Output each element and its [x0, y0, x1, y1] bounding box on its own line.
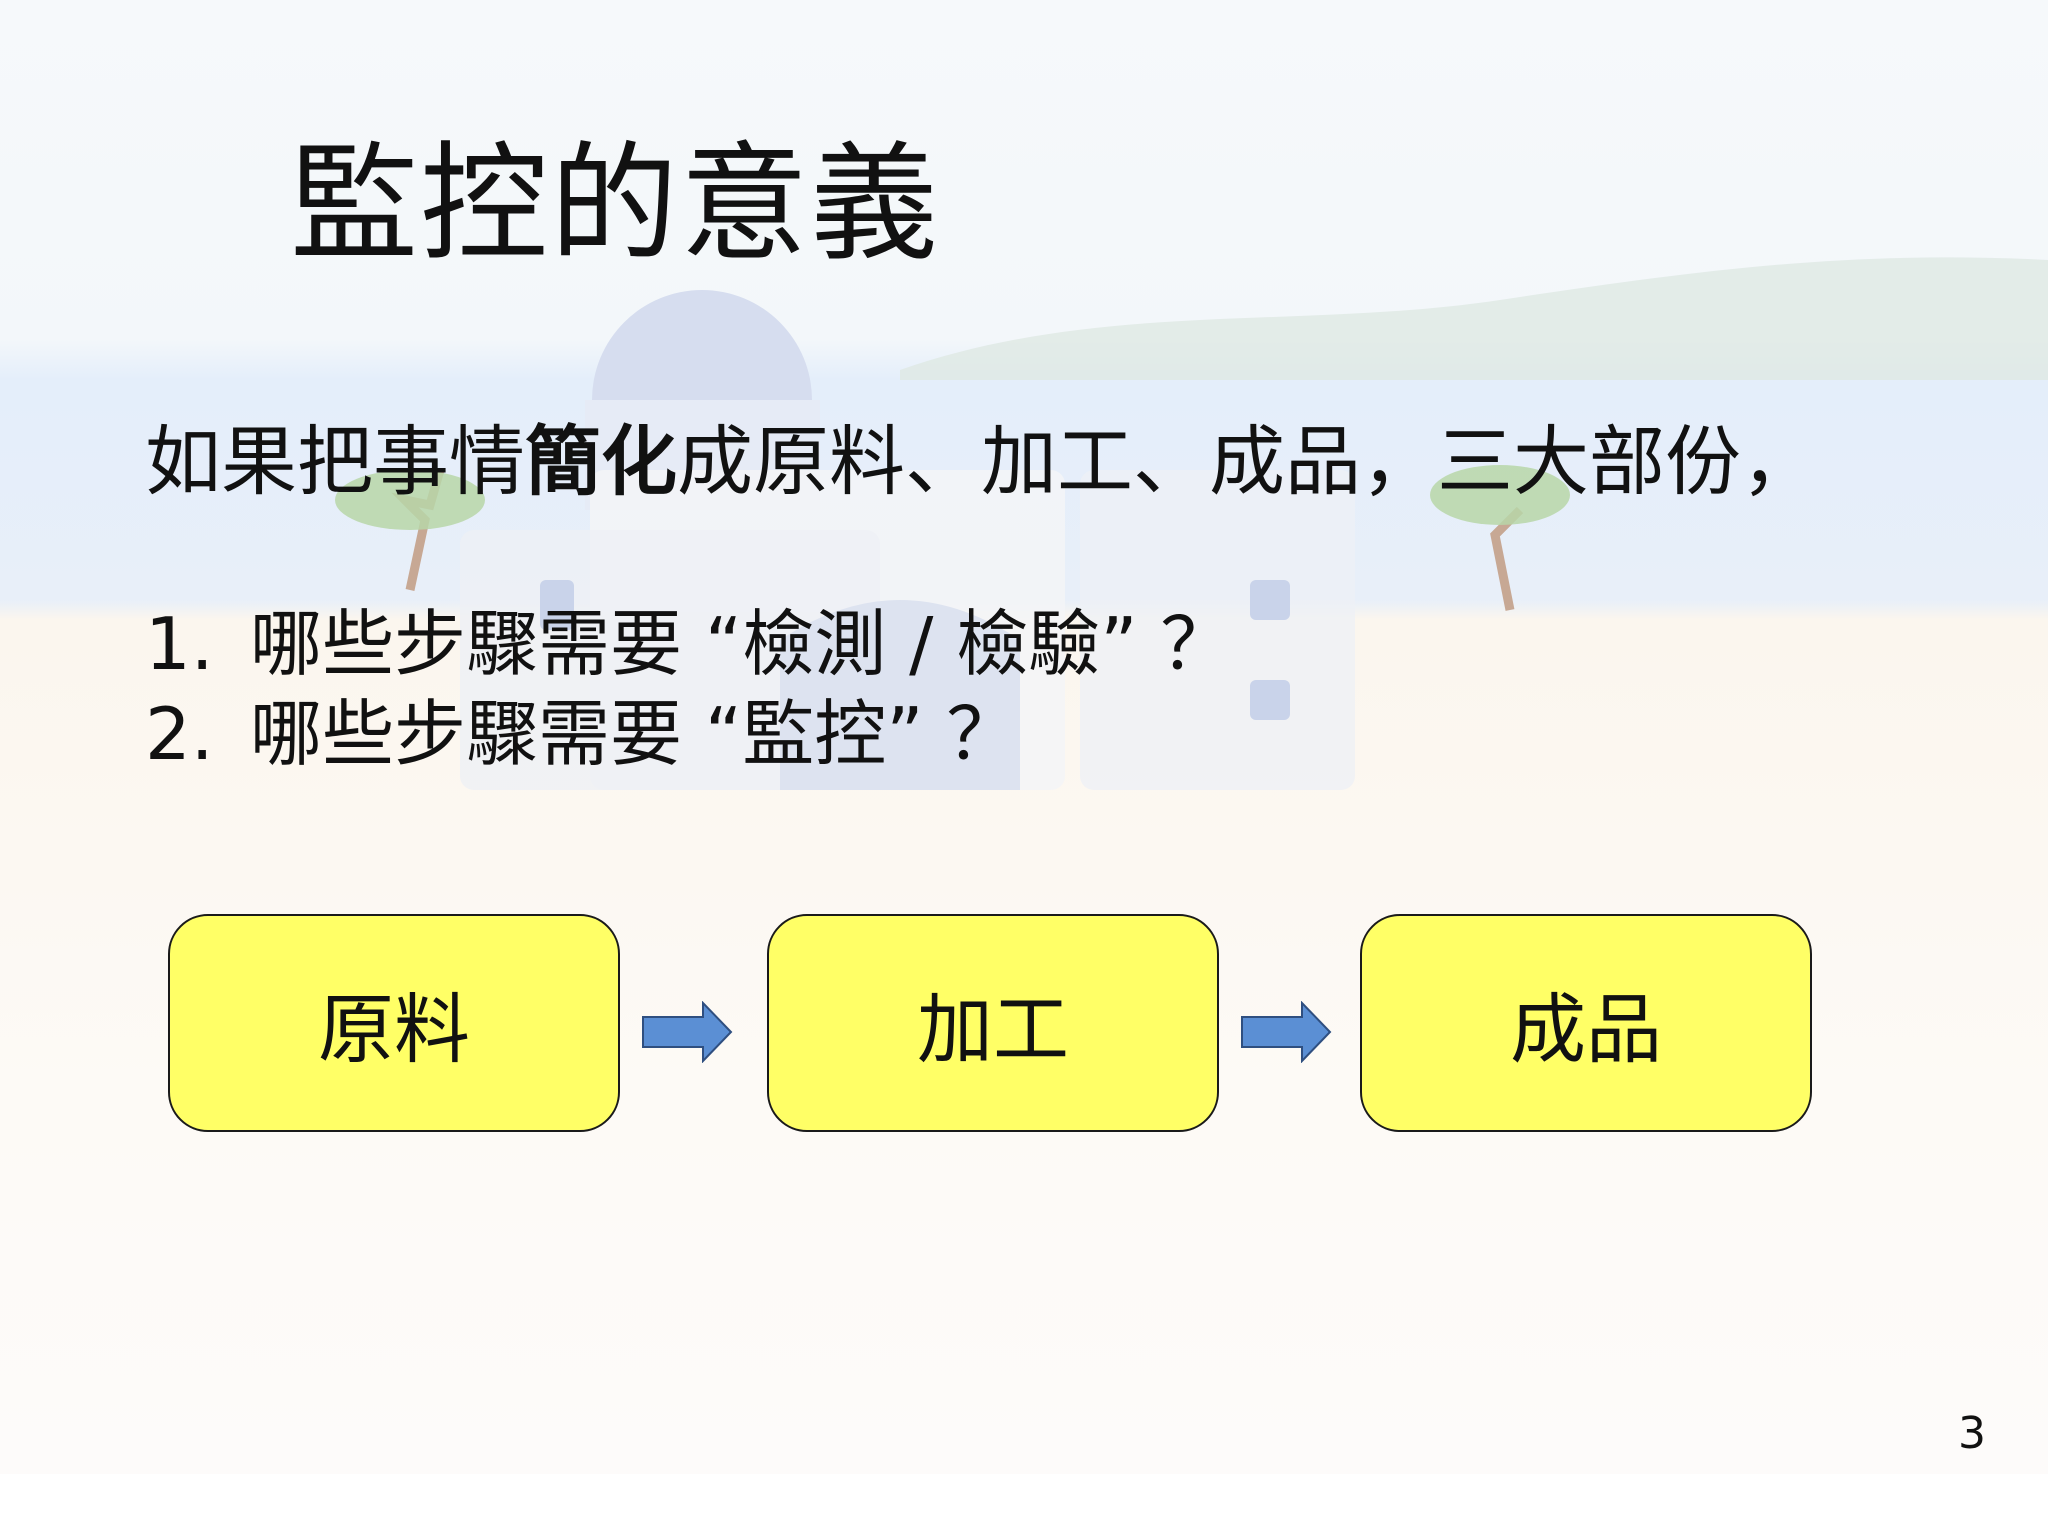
flow-box-product: 成品 [1360, 914, 1812, 1132]
flow-box-processing: 加工 [767, 914, 1219, 1132]
intro-emphasis: 簡化 [525, 417, 677, 506]
question-number: 2. [145, 692, 214, 776]
question-item: 2. 哪些步驟需要 “監控” ？ [145, 675, 1018, 780]
flow-box-raw-material: 原料 [168, 914, 620, 1132]
question-text: 哪些步驟需要 “監控” ？ [250, 692, 1019, 776]
slide: 監控的意義 如果把事情簡化成原料、加工、成品，三大部份， 1. 哪些步驟需要 “檢… [0, 0, 2048, 1474]
question-item: 1. 哪些步驟需要 “檢測 / 檢驗” ？ [145, 585, 1232, 690]
intro-text-after: 成原料、加工、成品，三大部份， [677, 417, 1817, 506]
slide-title: 監控的意義 [290, 130, 941, 279]
bottom-margin [0, 1474, 2048, 1535]
right-arrow-icon [642, 1001, 733, 1063]
intro-text-before: 如果把事情 [145, 417, 525, 506]
question-number: 1. [145, 602, 214, 686]
background-illustration [335, 257, 2048, 790]
page-number: 3 [1958, 1408, 1986, 1459]
intro-line: 如果把事情簡化成原料、加工、成品，三大部份， [145, 400, 1817, 510]
right-arrow-icon [1241, 1001, 1332, 1063]
question-text: 哪些步驟需要 “檢測 / 檢驗” ？ [250, 602, 1233, 686]
